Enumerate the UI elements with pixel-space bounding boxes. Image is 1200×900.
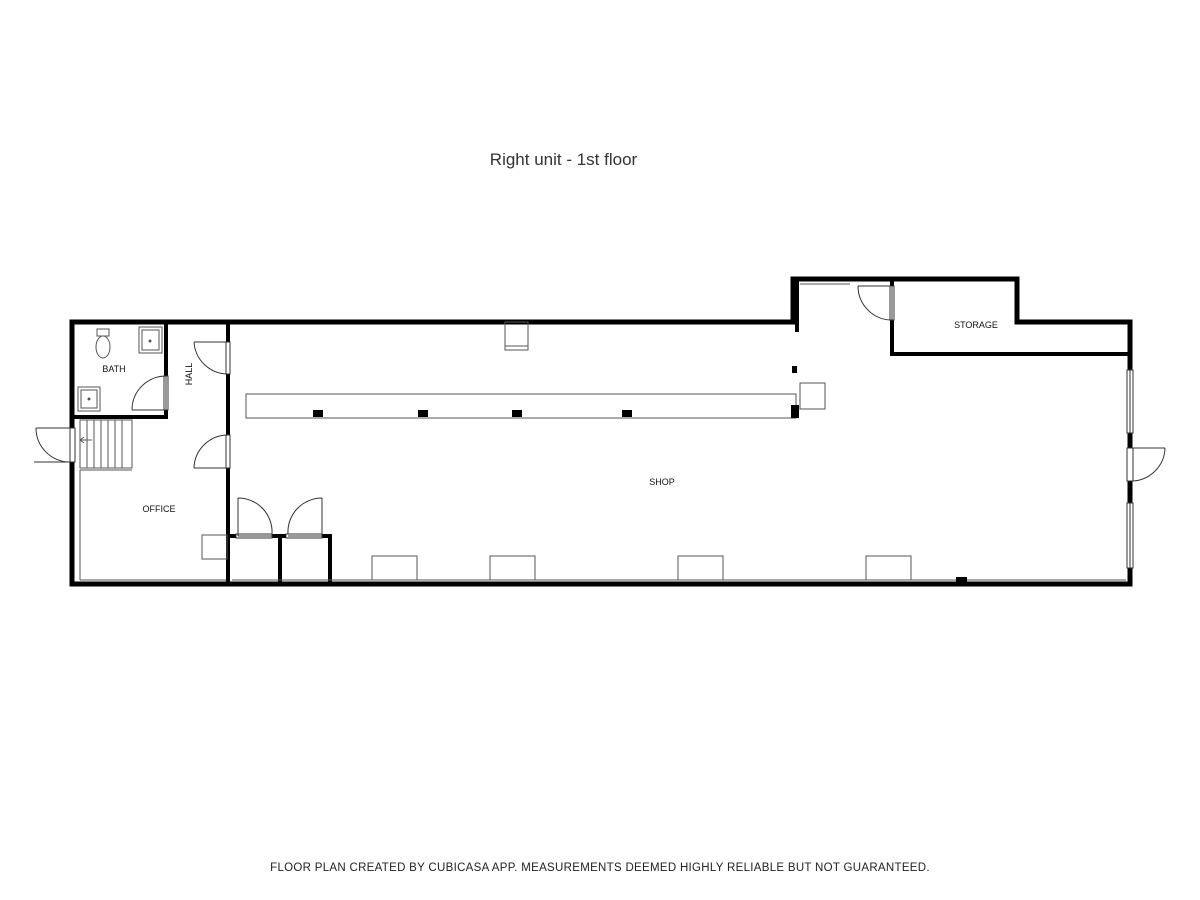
windows — [1126, 369, 1134, 569]
room-label-office: OFFICE — [143, 504, 176, 514]
shower-icon — [77, 386, 101, 412]
counter-box — [799, 382, 826, 410]
office-box — [201, 534, 228, 560]
exterior-walls — [69, 276, 1133, 587]
door-hall-lower — [193, 434, 231, 469]
stairs — [79, 419, 133, 469]
door-closet-1 — [235, 497, 273, 539]
door-exterior-left — [34, 427, 76, 463]
window-right-upper — [1126, 369, 1134, 434]
bottom-shelf-3 — [677, 555, 724, 581]
bottom-shelf-2 — [489, 555, 536, 581]
floor-title: Right unit - 1st floor — [489, 150, 638, 169]
sink-icon — [138, 326, 163, 354]
door-hall-upper — [193, 341, 231, 375]
footer-disclaimer: FLOOR PLAN CREATED BY CUBICASA APP. MEAS… — [270, 862, 930, 874]
fixtures — [77, 321, 912, 581]
toilet-icon — [95, 328, 111, 359]
bottom-shelf-4 — [865, 555, 912, 581]
door-closet-2 — [285, 497, 323, 539]
columns — [313, 366, 967, 583]
door-storage — [857, 285, 895, 321]
door-bath — [131, 375, 169, 411]
door-exterior-right — [1126, 447, 1166, 482]
room-label-storage: STORAGE — [954, 320, 998, 330]
window-right-lower — [1126, 502, 1134, 569]
room-label-shop: SHOP — [649, 477, 675, 487]
room-label-hall: HALL — [184, 363, 194, 386]
top-shelf — [504, 321, 529, 351]
bottom-shelf-1 — [371, 555, 418, 581]
room-label-bath: BATH — [102, 364, 125, 374]
doors — [34, 285, 1166, 539]
